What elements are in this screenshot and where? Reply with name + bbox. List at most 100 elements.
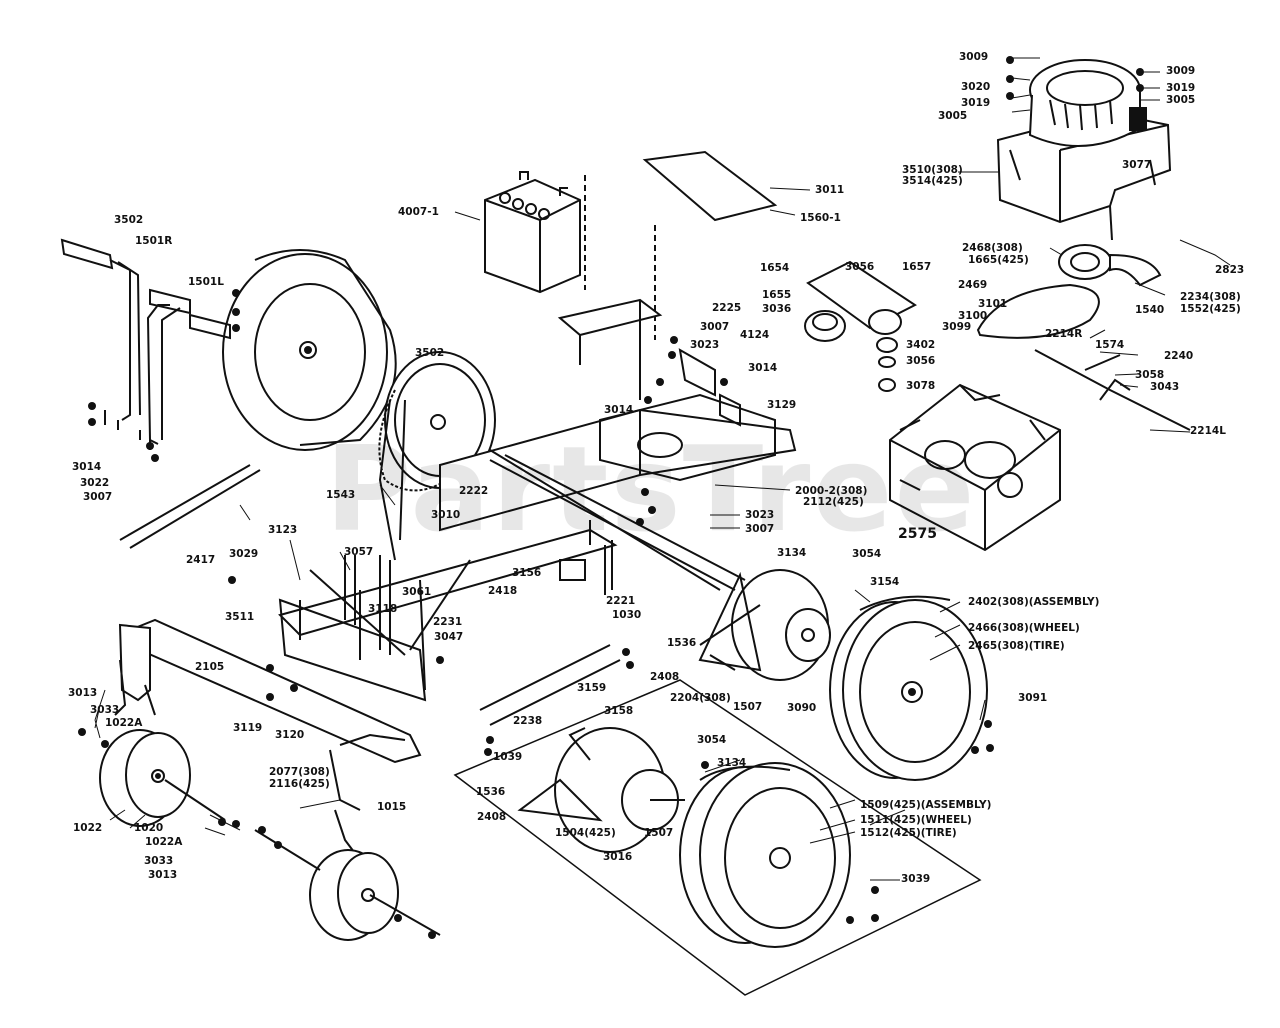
part-label: 3011	[815, 184, 845, 196]
part-label: 3020	[961, 81, 991, 93]
part-label: 1536	[476, 786, 506, 798]
part-label: 4007-1	[398, 206, 439, 218]
part-label: 3007	[745, 523, 775, 535]
part-label: 1657	[902, 261, 932, 273]
part-label: 3100	[958, 310, 988, 322]
part-label: 1015	[377, 801, 407, 813]
part-label: 1501R	[135, 235, 173, 247]
right-rear-tire-308	[829, 595, 988, 781]
part-label: 3502	[114, 214, 144, 226]
part-label: 1536	[667, 637, 697, 649]
part-label: 2000-2(308)	[795, 485, 868, 497]
part-label: 2468(308)	[962, 242, 1023, 254]
part-label: 3014	[748, 362, 778, 374]
part-label: 2231	[433, 616, 463, 628]
part-label: 1509(425)(ASSEMBLY)	[860, 799, 992, 811]
part-label: 3016	[603, 851, 633, 863]
part-label: 3022	[80, 477, 110, 489]
part-label: 3101	[978, 298, 1008, 310]
part-label: 3009	[959, 51, 989, 63]
part-label: 3514(425)	[902, 175, 963, 187]
part-label: 1560-1	[800, 212, 841, 224]
part-label: 1552(425)	[1180, 303, 1241, 315]
steering-levers	[60, 238, 231, 450]
drive-pulley	[378, 351, 496, 561]
part-label: 3054	[852, 548, 882, 560]
part-label: 3091	[1018, 692, 1048, 704]
part-label: 2240	[1164, 350, 1194, 362]
part-label: 3158	[604, 705, 634, 717]
part-label: 3007	[83, 491, 113, 503]
part-label: 2575	[898, 526, 937, 542]
part-label: 3014	[72, 461, 102, 473]
part-label: 3047	[434, 631, 464, 643]
part-label: 3134	[717, 757, 747, 769]
part-label: 1654	[760, 262, 790, 274]
part-label: 3029	[229, 548, 259, 560]
part-label: 3054	[697, 734, 727, 746]
front-axle	[114, 618, 422, 861]
part-label: 1022A	[105, 717, 143, 729]
part-label: 2112(425)	[803, 496, 864, 508]
part-label: 1540	[1135, 304, 1165, 316]
transaxle-2575	[889, 383, 1061, 552]
part-label: 3056	[845, 261, 875, 273]
part-label: 3057	[344, 546, 374, 558]
part-label: 4124	[740, 329, 770, 341]
part-label: 2417	[186, 554, 216, 566]
part-label: 3033	[90, 704, 120, 716]
part-label: 2408	[477, 811, 507, 823]
part-label: 3502	[415, 347, 445, 359]
part-label: 1665(425)	[968, 254, 1029, 266]
part-label: 1507	[733, 701, 763, 713]
part-label: 3154	[870, 576, 900, 588]
part-label: 3129	[767, 399, 797, 411]
part-label: 2465(308)(TIRE)	[968, 640, 1065, 652]
part-label: 1030	[612, 609, 642, 621]
part-label: 1543	[326, 489, 356, 501]
front-left-wheel	[99, 729, 226, 827]
part-label: 2214L	[1190, 425, 1226, 437]
part-label: 3039	[901, 873, 931, 885]
part-label: 2225	[712, 302, 742, 314]
part-label: 2466(308)(WHEEL)	[968, 622, 1080, 634]
part-label: 1655	[762, 289, 792, 301]
part-label: 3134	[777, 547, 807, 559]
part-label: 3007	[700, 321, 730, 333]
part-label: 3077	[1122, 159, 1152, 171]
part-label: 2234(308)	[1180, 291, 1241, 303]
part-label: 1022	[73, 822, 103, 834]
part-label: 1039	[493, 751, 523, 763]
part-label: 3005	[938, 110, 968, 122]
part-label: 3061	[402, 586, 432, 598]
part-label: 2823	[1215, 264, 1245, 276]
part-label: 1504(425)	[555, 827, 616, 839]
pulley-425	[517, 727, 685, 853]
main-frame	[278, 408, 797, 702]
part-label: 3118	[368, 603, 398, 615]
part-label: 3156	[512, 567, 542, 579]
part-label: 3013	[148, 869, 178, 881]
part-label: 3510(308)	[902, 164, 963, 176]
part-label: 3078	[906, 380, 936, 392]
left-rear-tire-425	[679, 762, 851, 948]
left-rear-tire	[222, 249, 397, 451]
part-label: 3009	[1166, 65, 1196, 77]
part-label: 3159	[577, 682, 607, 694]
part-label: 2408	[650, 671, 680, 683]
part-label: 3013	[68, 687, 98, 699]
part-label: 3043	[1150, 381, 1180, 393]
part-label: 2221	[606, 595, 636, 607]
part-label: 3119	[233, 722, 263, 734]
part-label: 3019	[1166, 82, 1196, 94]
part-label: 2418	[488, 585, 518, 597]
engine	[996, 59, 1172, 241]
part-label: 2116(425)	[269, 778, 330, 790]
part-label: 2238	[513, 715, 543, 727]
part-label: 3023	[690, 339, 720, 351]
part-label: 3402	[906, 339, 936, 351]
part-label: 2222	[459, 485, 489, 497]
part-label: 3120	[275, 729, 305, 741]
